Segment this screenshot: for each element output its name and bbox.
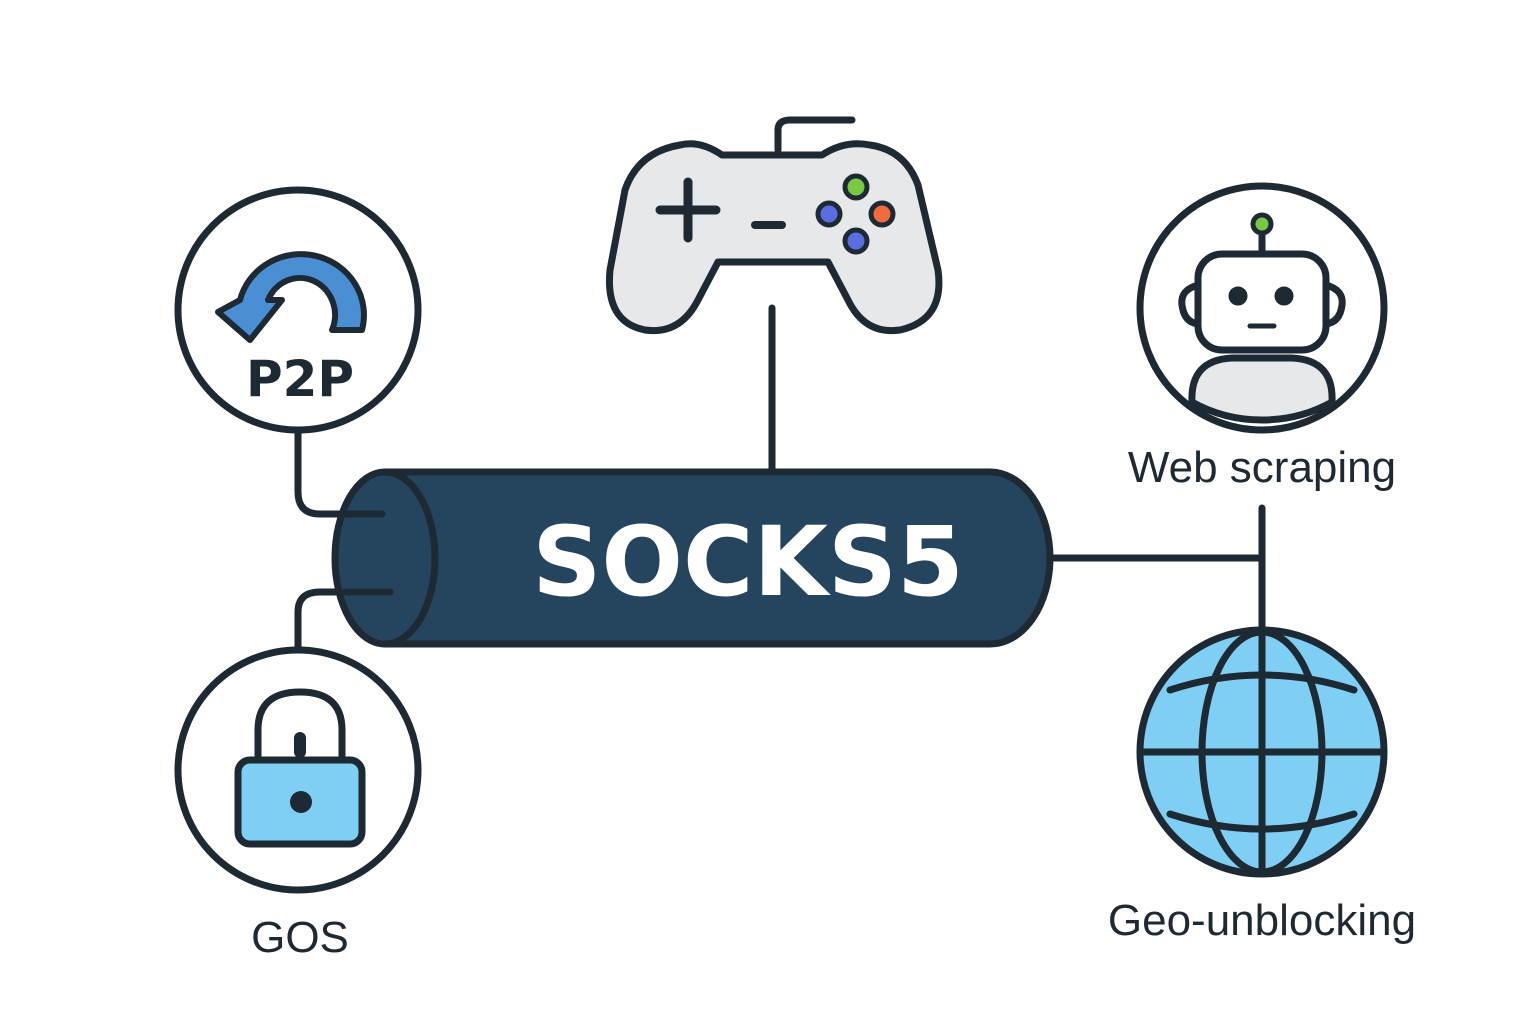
gamepad-cable <box>774 116 856 154</box>
socks5-tube: SOCKS5 <box>331 468 1054 648</box>
node-geo-unblocking: Geo-unblocking <box>1108 626 1416 945</box>
p2p-arrow-icon <box>215 251 367 343</box>
connector-p2p <box>294 428 386 518</box>
connectors <box>294 304 1266 656</box>
node-p2p: P2P <box>174 186 422 434</box>
node-gos: GOS <box>174 646 422 962</box>
tube-end <box>331 468 439 648</box>
connector-gos <box>294 588 394 656</box>
geo-unblocking-label: Geo-unblocking <box>1108 896 1416 945</box>
node-gaming <box>605 116 943 335</box>
socks5-label: SOCKS5 <box>532 506 964 618</box>
robot-icon <box>1178 212 1346 424</box>
padlock-icon <box>234 688 366 848</box>
gos-label: GOS <box>251 913 349 962</box>
globe-icon <box>1136 626 1388 878</box>
node-web-scraping: Web scraping <box>1128 182 1396 492</box>
gamepad-icon <box>605 140 943 335</box>
web-scraping-label: Web scraping <box>1128 443 1396 492</box>
p2p-label: P2P <box>246 350 354 408</box>
